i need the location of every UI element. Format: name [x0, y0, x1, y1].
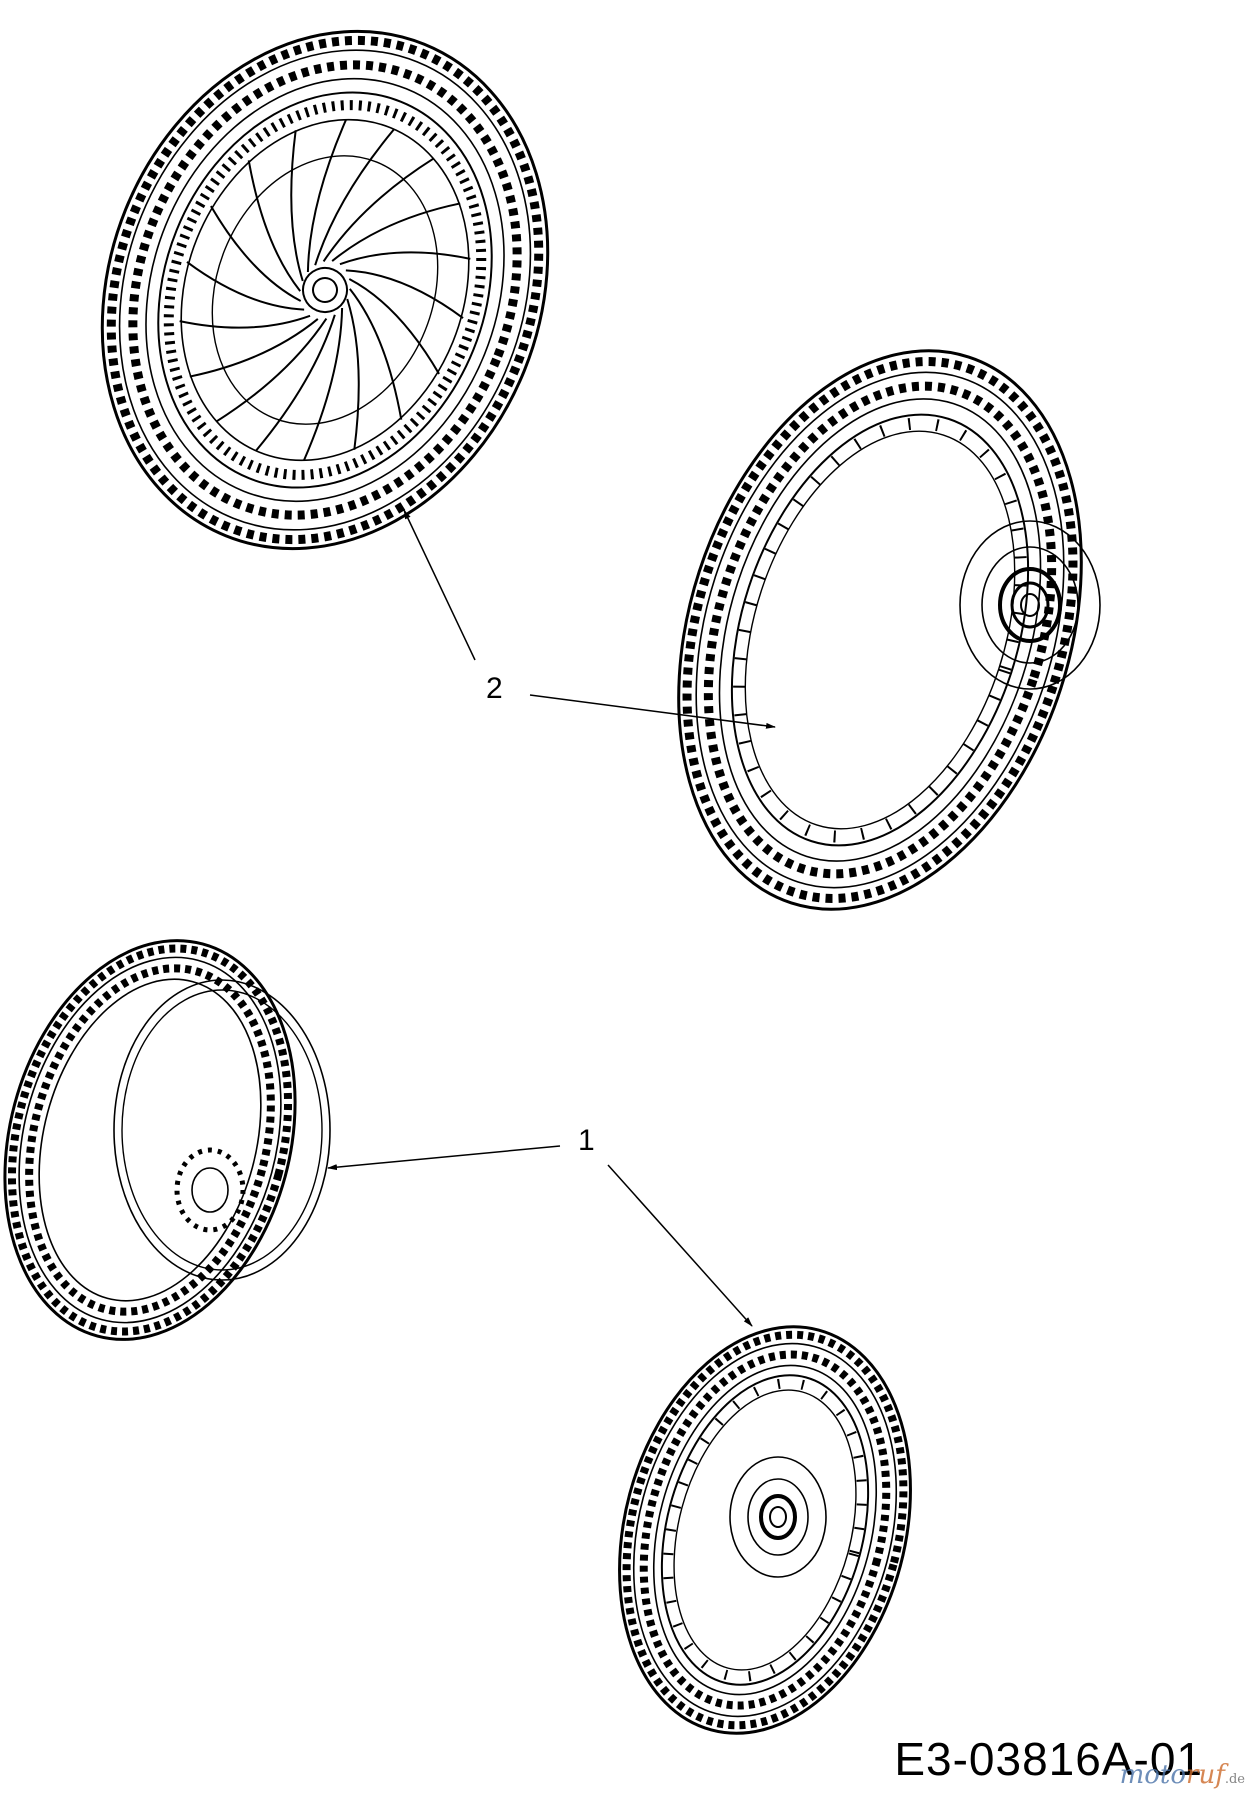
watermark-logo: motoruf.de: [1119, 1760, 1245, 1790]
spoke: [189, 318, 319, 378]
spoke: [314, 128, 395, 266]
front-wheel-hub: [729, 1456, 827, 1578]
spoke: [322, 157, 435, 262]
callout-number-2: 2: [486, 672, 503, 705]
spoke: [302, 307, 344, 461]
spoke: [306, 119, 348, 273]
spoke: [255, 314, 336, 452]
leader-line-2-to-gear-wheel: [403, 509, 476, 661]
front-wheel-hubcap: [113, 979, 331, 1281]
curved-spokes: [179, 119, 471, 461]
spoke: [348, 278, 440, 375]
drawing-code: E3-03816A-01: [894, 1733, 1203, 1785]
drive-wheel-hub-side: [677, 349, 1083, 911]
spoke: [186, 261, 305, 311]
spoke: [346, 298, 360, 450]
front-wheel-hubcap-side: [3, 939, 297, 1341]
callout-number-1: 1: [578, 1124, 595, 1157]
front-wheel-hub-side: [618, 1325, 912, 1735]
spoke: [345, 269, 464, 319]
spoke: [215, 318, 328, 423]
leader-line-1-to-hubcap-wheel: [327, 1145, 561, 1171]
leader-line-2-to-hub-wheel: [529, 694, 776, 729]
spoke: [331, 202, 461, 262]
spoke: [290, 130, 304, 282]
leader-line-1-to-hub-wheel: [607, 1164, 753, 1327]
spoke: [339, 251, 471, 266]
spoke: [349, 288, 403, 420]
spoke: [210, 205, 302, 302]
spoke: [247, 160, 301, 292]
drive-wheel-gear-side: [100, 29, 550, 551]
drive-wheel-hub: [959, 520, 1101, 690]
spoke: [179, 314, 311, 329]
